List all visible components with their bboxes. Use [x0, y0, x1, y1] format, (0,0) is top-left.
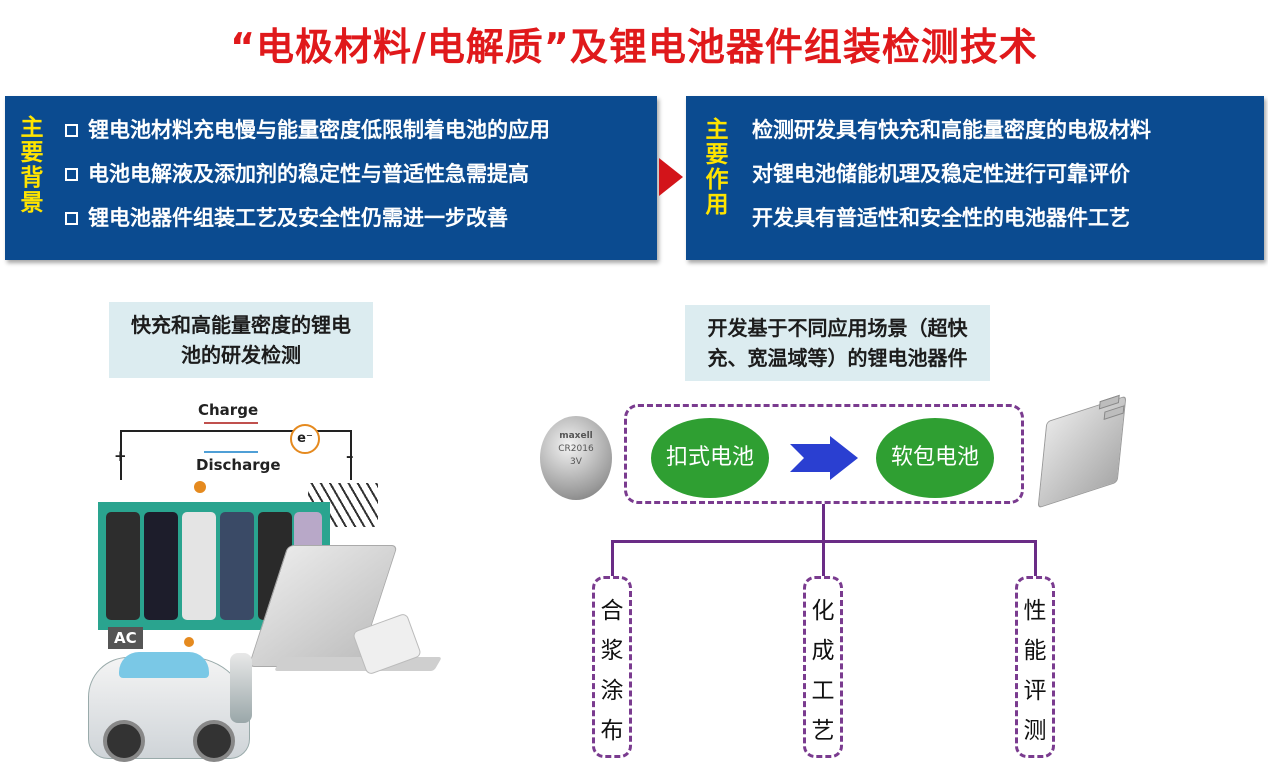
caption-line: 充、宽温域等）的锂电池器件 — [707, 346, 968, 370]
background-list: 锂电池材料充电慢与能量密度低限制着电池的应用 电池电解液及添加剂的稳定性与普适性… — [65, 108, 550, 240]
connector-line — [611, 540, 614, 578]
phone-icon — [106, 512, 140, 620]
process-box-testing: 性 能 评 测 — [1015, 576, 1055, 758]
process-char: 能 — [1023, 638, 1047, 664]
process-char: 涂 — [600, 678, 624, 704]
list-item: 锂电池材料充电慢与能量密度低限制着电池的应用 — [65, 108, 550, 152]
process-box-formation: 化 成 工 艺 — [803, 576, 843, 758]
wire — [350, 430, 352, 480]
connector-line — [1034, 540, 1037, 578]
right-arrow-icon — [659, 158, 683, 196]
wire — [120, 430, 352, 432]
ion-dot — [194, 481, 206, 493]
list-item-text: 锂电池材料充电慢与能量密度低限制着电池的应用 — [88, 118, 550, 142]
list-item: 电池电解液及添加剂的稳定性与普适性急需提高 — [65, 152, 550, 196]
process-char: 合 — [600, 598, 624, 624]
charge-label: Charge — [198, 401, 259, 419]
phone-icon — [182, 512, 216, 620]
cell-types-box — [624, 404, 1024, 504]
list-item: 开发具有普适性和安全性的电池器件工艺 — [752, 206, 1130, 230]
car-roof — [119, 652, 209, 678]
background-panel: 主 要 背 景 锂电池材料充电慢与能量密度低限制着电池的应用 电池电解液及添加剂… — [5, 96, 657, 260]
battery-illustration: Charge Discharge e⁻ + – AC — [78, 395, 443, 777]
list-item: 对锂电池储能机理及稳定性进行可靠评价 — [752, 162, 1130, 186]
coin-text: 3V — [570, 457, 582, 467]
process-char: 评 — [1023, 678, 1047, 704]
role-label: 主 要 作 用 — [704, 118, 730, 218]
wheel-icon — [103, 720, 145, 762]
label-char: 主 — [705, 117, 729, 143]
plus-sign: + — [114, 447, 127, 465]
page-title: “电极材料/电解质”及锂电池器件组装检测技术 — [230, 25, 1038, 69]
process-char: 艺 — [811, 718, 835, 744]
pouch-cell-node: 软包电池 — [876, 418, 994, 498]
electric-car-icon — [88, 652, 250, 762]
phone-icon — [220, 512, 254, 620]
label-char: 背 — [20, 165, 44, 191]
list-item-text: 锂电池器件组装工艺及安全性仍需进一步改善 — [88, 206, 508, 230]
caption-line: 开发基于不同应用场景（超快 — [707, 316, 968, 340]
list-item-text: 电池电解液及添加剂的稳定性与普适性急需提高 — [88, 162, 529, 186]
pouch-cell-icon — [1037, 394, 1127, 509]
process-char: 工 — [811, 678, 835, 704]
label-char: 要 — [20, 140, 44, 166]
coin-cell-icon: maxell CR2016 3V — [540, 416, 612, 500]
checkbox-icon — [65, 211, 78, 225]
role-panel: 主 要 作 用 检测研发具有快充和高能量密度的电极材料 对锂电池储能机理及稳定性… — [686, 96, 1264, 260]
label-char: 作 — [705, 167, 729, 193]
wire — [120, 430, 122, 480]
process-char: 成 — [811, 638, 835, 664]
checkbox-icon — [65, 123, 78, 137]
label-char: 景 — [20, 190, 44, 216]
discharge-label: Discharge — [196, 456, 281, 474]
label-char: 要 — [705, 142, 729, 168]
process-char: 浆 — [600, 638, 624, 664]
left-caption: 快充和高能量密度的锂电 池的研发检测 — [109, 302, 373, 378]
ion-dot — [184, 637, 194, 647]
ac-label: AC — [108, 627, 143, 649]
coin-text: CR2016 — [558, 444, 594, 454]
process-box-coating: 合 浆 涂 布 — [592, 576, 632, 758]
connector-line — [822, 540, 825, 578]
button-cell-node: 扣式电池 — [651, 418, 769, 498]
minus-sign: – — [346, 447, 354, 465]
role-list: 检测研发具有快充和高能量密度的电极材料 对锂电池储能机理及稳定性进行可靠评价 开… — [752, 108, 1151, 240]
caption-line: 池的研发检测 — [181, 343, 301, 367]
background-label: 主 要 背 景 — [19, 116, 45, 216]
coin-text: maxell — [559, 431, 593, 441]
list-item: 锂电池器件组装工艺及安全性仍需进一步改善 — [65, 196, 550, 240]
list-item: 检测研发具有快充和高能量密度的电极材料 — [752, 118, 1151, 142]
caption-line: 快充和高能量密度的锂电 — [131, 313, 351, 337]
charge-arrow-icon — [204, 422, 258, 424]
label-char: 用 — [705, 192, 729, 218]
phone-icon — [144, 512, 178, 620]
cell-tab — [1103, 405, 1125, 420]
arrow-right-icon — [790, 436, 858, 480]
discharge-arrow-icon — [204, 451, 258, 453]
checkbox-icon — [65, 167, 78, 181]
process-char: 化 — [811, 598, 835, 624]
laptop-base — [273, 657, 443, 671]
wheel-icon — [193, 720, 235, 762]
right-caption: 开发基于不同应用场景（超快 充、宽温域等）的锂电池器件 — [685, 305, 990, 381]
electron-icon: e⁻ — [290, 424, 320, 454]
charging-station-icon — [230, 653, 252, 723]
label-char: 主 — [20, 115, 44, 141]
connector-line — [822, 504, 825, 542]
process-char: 性 — [1023, 598, 1047, 624]
process-char: 测 — [1023, 718, 1047, 744]
process-char: 布 — [600, 718, 624, 744]
